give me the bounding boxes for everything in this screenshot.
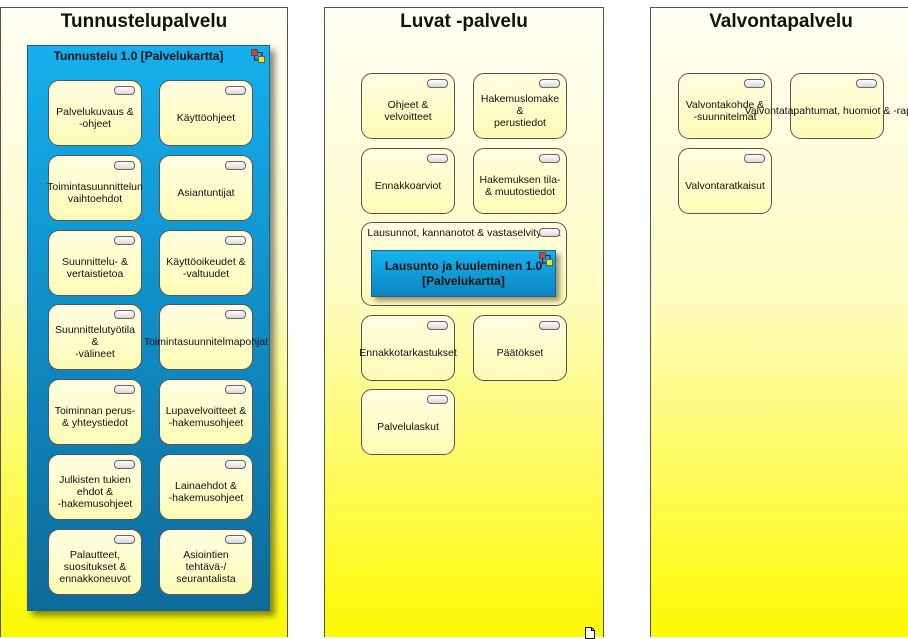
service-toggle-icon (114, 236, 135, 245)
service-box[interactable]: Valvontatapahtumat, huomiot & -raportit (745, 73, 908, 139)
service-toggle-icon (539, 154, 560, 163)
service-toggle-icon (114, 535, 135, 544)
service-toggle-icon (427, 79, 448, 88)
service-box[interactable]: Lupavelvoitteet & -hakemusohjeet (159, 379, 253, 445)
service-toggle-icon (744, 79, 765, 88)
service-box[interactable]: Ohjeet & velvoitteet (361, 73, 455, 139)
service-box[interactable]: Suunnittelutyötila & -välineet (48, 304, 142, 370)
service-toggle-icon (856, 79, 877, 88)
service-box[interactable]: Toiminnan perus- & yhteystiedot (48, 379, 142, 445)
panel-luvat-palvelu: Luvat -palvelu Ohjeet & velvoitteet Hake… (324, 7, 604, 639)
service-box[interactable]: Suunnittelu- & vertaistietoa (48, 230, 142, 296)
service-box[interactable]: Ennakkoarviot (361, 148, 455, 214)
panel-valvontapalvelu: Valvontapalvelu Valvontakohde & -suunnit… (650, 7, 908, 637)
service-map-tunnustelu[interactable]: Tunnustelu 1.0 [Palvelukartta] Palveluku… (27, 45, 270, 611)
service-box[interactable]: Julkisten tukien ehdot & -hakemusohjeet (48, 454, 142, 520)
service-box[interactable]: Päätökset (473, 315, 567, 381)
panel-tunnustelupalvelu: Tunnustelupalvelu Tunnustelu 1.0 [Palvel… (0, 7, 288, 637)
service-box[interactable]: Käyttöoikeudet & -valtuudet (159, 230, 253, 296)
service-toggle-icon (114, 385, 135, 394)
service-box[interactable]: Asiantuntijat (159, 155, 253, 221)
service-toggle-icon (539, 321, 560, 330)
service-toggle-icon (427, 321, 448, 330)
service-box[interactable]: Valvontaratkaisut (678, 148, 772, 214)
panel-title: Luvat -palvelu (400, 11, 528, 32)
service-map-icon (539, 252, 553, 266)
service-box[interactable]: Valvontakohde & -suunnitelmat (678, 73, 772, 139)
service-box[interactable]: Lainaehdot & -hakemusohjeet (159, 454, 253, 520)
service-toggle-icon (114, 161, 135, 170)
service-toggle-icon (539, 79, 560, 88)
service-box[interactable]: Toimintasuunnittelun vaihtoehdot (47, 155, 143, 221)
service-box[interactable]: Ennakkotarkastukset (359, 315, 457, 381)
service-toggle-icon (427, 395, 448, 404)
service-map-title: Tunnustelu 1.0 [Palvelukartta] (53, 49, 224, 63)
service-toggle-icon (225, 385, 246, 394)
service-box[interactable]: Toimintasuunnitelmapohjat (144, 304, 268, 370)
service-toggle-icon (114, 86, 135, 95)
service-toggle-icon (427, 154, 448, 163)
sub-service-map-title: Lausunto ja kuuleminen 1.0 [Palvelukartt… (384, 259, 543, 288)
service-box[interactable]: Asiointien tehtävä-/ seurantalista (159, 529, 253, 595)
service-map-icon (251, 49, 265, 63)
service-toggle-icon (539, 228, 560, 237)
service-box[interactable]: Hakemuksen tila- & muutostiedot (473, 148, 567, 214)
panel-title: Tunnustelupalvelu (60, 11, 228, 32)
service-box[interactable]: Käyttöohjeet (159, 80, 253, 146)
service-toggle-icon (225, 310, 246, 319)
sub-service-map-lausunto[interactable]: Lausunto ja kuuleminen 1.0 [Palvelukartt… (371, 250, 556, 297)
service-toggle-icon (114, 310, 135, 319)
service-box[interactable]: Palvelulaskut (361, 389, 455, 455)
service-box[interactable]: Palvelukuvaus & -ohjeet (48, 80, 142, 146)
service-toggle-icon (225, 460, 246, 469)
panel-title: Valvontapalvelu (709, 11, 853, 32)
service-toggle-icon (114, 460, 135, 469)
service-toggle-icon (744, 154, 765, 163)
service-toggle-icon (225, 86, 246, 95)
service-box[interactable]: Hakemuslomake & perustiedot (473, 73, 567, 139)
service-toggle-icon (225, 535, 246, 544)
service-toggle-icon (225, 236, 246, 245)
service-box[interactable]: Palautteet, suositukset & ennakkoneuvot (48, 529, 142, 595)
service-toggle-icon (225, 161, 246, 170)
